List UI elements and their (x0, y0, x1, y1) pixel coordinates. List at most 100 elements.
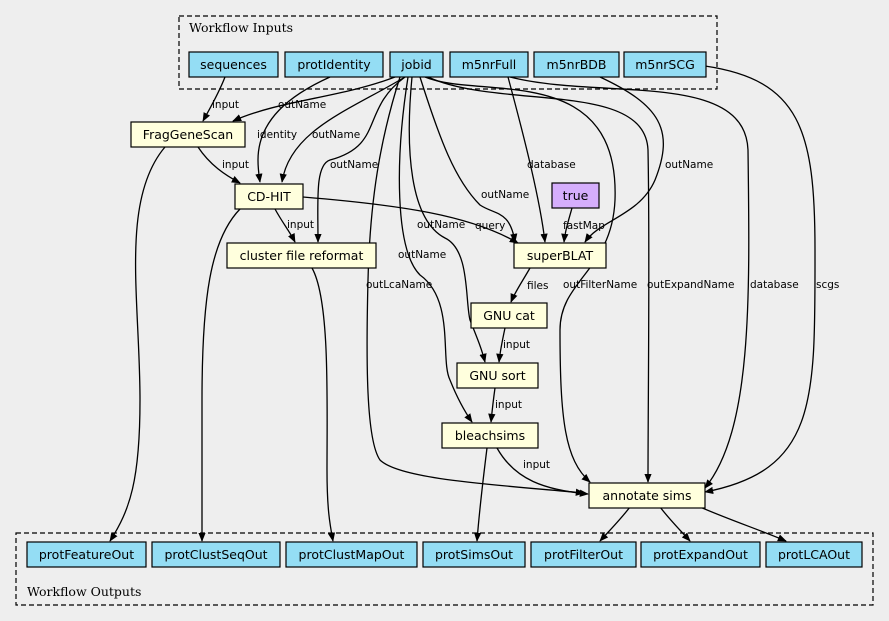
step-node-bleachsims[interactable]: bleachsims (441, 422, 539, 449)
step-label-superblat: superBLAT (527, 248, 594, 263)
edge-gnucat-gnusort (496, 327, 506, 363)
input-label-m5nrbdb: m5nrBDB (547, 57, 607, 72)
output-label-protclustseqout: protClustSeqOut (164, 547, 267, 562)
step-nodes: FragGeneScan CD-HIT cluster file reforma… (130, 121, 706, 509)
edge-jobid-fraggenescan (232, 76, 396, 122)
edge-label-database: database (750, 279, 799, 291)
workflow-inputs-label: Workflow Inputs (189, 20, 293, 35)
step-label-bleachsims: bleachsims (455, 428, 525, 443)
edge-fraggenescan-protfeatureout (109, 146, 166, 542)
edge-label-outname: outName (398, 249, 446, 261)
input-node-m5nrbdb[interactable]: m5nrBDB (533, 51, 620, 78)
output-node-protclustmapout[interactable]: protClustMapOut (285, 541, 418, 568)
output-node-protfilterout[interactable]: protFilterOut (530, 541, 637, 568)
edge-true-superblat (561, 207, 573, 243)
edge-label-outfiltername: outFilterName (563, 279, 637, 291)
edge-label-outname: outName (278, 99, 326, 111)
edge-annotate-protfilterout (599, 506, 631, 542)
edge-label-query: query (475, 220, 505, 232)
edge-annotate-protexpandout (659, 506, 691, 542)
workflow-outputs-label: Workflow Outputs (27, 584, 141, 599)
edge-label-input: input (212, 99, 239, 111)
edge-annotate-protlcaout (699, 506, 787, 542)
edge-label-scgs: scgs (816, 279, 839, 291)
edge-protidentity-cdhit (255, 76, 331, 183)
constant-node-true[interactable]: true (551, 182, 600, 209)
output-node-protexpandout[interactable]: protExpandOut (640, 541, 761, 568)
edge-jobid-superblat (419, 76, 518, 243)
input-label-m5nrscg: m5nrSCG (635, 57, 695, 72)
step-label-gnu-sort: GNU sort (469, 368, 525, 383)
step-label-gnu-cat: GNU cat (483, 308, 535, 323)
edge-cdhit-superblat (302, 196, 519, 244)
input-label-jobid: jobid (400, 57, 431, 72)
edge-label-files: files (527, 280, 548, 292)
output-node-protfeatureout[interactable]: protFeatureOut (26, 541, 147, 568)
step-node-gnu-cat[interactable]: GNU cat (470, 302, 548, 329)
input-node-jobid[interactable]: jobid (389, 51, 444, 78)
edge-label-fastmap: fastMap (563, 220, 605, 232)
edge-label-input: input (287, 219, 314, 231)
edge-label-input: input (222, 159, 249, 171)
edge-jobid-gnusort (408, 76, 487, 363)
edge-jobid-cdhit (279, 76, 406, 183)
edge-label-input: input (495, 399, 522, 411)
step-node-cdhit[interactable]: CD-HIT (234, 183, 304, 210)
step-node-gnu-sort[interactable]: GNU sort (456, 362, 539, 389)
constant-label-true: true (563, 188, 589, 203)
edge-jobid-bleachsims (398, 76, 473, 423)
edge-jobid-annotate-lca (366, 76, 585, 496)
step-node-annotate-sims[interactable]: annotate sims (588, 482, 706, 509)
edge-label-input: input (503, 339, 530, 351)
output-node-protlcaout[interactable]: protLCAOut (765, 541, 863, 568)
edge-bleachsims-protsimsout (473, 447, 488, 542)
output-node-protsimsout[interactable]: protSimsOut (422, 541, 526, 568)
input-node-m5nrscg[interactable]: m5nrSCG (623, 51, 707, 78)
step-label-fraggenescan: FragGeneScan (143, 127, 233, 142)
step-node-fraggenescan[interactable]: FragGeneScan (130, 121, 246, 148)
edge-bleachsims-annotate (496, 447, 589, 497)
edge-m5nrbdb-superblat (584, 76, 664, 243)
edge-superblat-gnucat (510, 267, 531, 303)
edge-label-identity: identity (257, 129, 297, 141)
output-label-protexpandout: protExpandOut (653, 547, 748, 562)
edge-m5nrfull-superblat (507, 76, 548, 243)
edge-gnusort-bleachsims (488, 387, 496, 423)
edge-label-outname: outName (481, 189, 529, 201)
output-label-protfeatureout: protFeatureOut (39, 547, 134, 562)
input-node-m5nrfull[interactable]: m5nrFull (449, 51, 529, 78)
step-label-cluster-file-reformat: cluster file reformat (240, 248, 364, 263)
edge-label-outname: outName (665, 159, 713, 171)
output-label-protlcaout: protLCAOut (778, 547, 850, 562)
input-node-sequences[interactable]: sequences (188, 51, 279, 78)
step-label-annotate-sims: annotate sims (603, 488, 692, 503)
step-node-cluster-file-reformat[interactable]: cluster file reformat (226, 242, 377, 269)
edge-cdhit-protclustseqout (198, 208, 241, 542)
edge-label-outname: outName (417, 219, 465, 231)
step-label-cdhit: CD-HIT (247, 189, 291, 204)
workflow-inputs-cluster: Workflow Inputs (178, 15, 718, 90)
output-label-protsimsout: protSimsOut (435, 547, 513, 562)
output-label-protclustmapout: protClustMapOut (299, 547, 405, 562)
input-node-protidentity[interactable]: protIdentity (284, 51, 384, 78)
edge-sequences-fraggenescan (202, 76, 226, 122)
workflow-outputs-cluster: Workflow Outputs (15, 532, 874, 606)
edge-label-outname: outName (330, 159, 378, 171)
output-nodes: protFeatureOut protClustSeqOut protClust… (26, 541, 863, 568)
edge-label-outlcaname: outLcaName (366, 279, 432, 291)
edge-jobid-reformat (314, 76, 406, 243)
edge-m5nrfull-annotate (509, 76, 750, 489)
edge-cdhit-reformat (274, 208, 296, 243)
output-label-protfilterout: protFilterOut (544, 547, 623, 562)
input-label-m5nrfull: m5nrFull (462, 57, 517, 72)
output-node-protclustseqout[interactable]: protClustSeqOut (151, 541, 281, 568)
edge-label-database: database (527, 159, 576, 171)
edge-m5nrscg-annotate (704, 65, 816, 495)
edge-fraggenescan-cdhit (197, 146, 241, 184)
edges: input outName identity outName input out… (109, 65, 839, 542)
step-node-superblat[interactable]: superBLAT (513, 242, 607, 269)
edge-label-outname: outName (312, 129, 360, 141)
edge-label-input: input (523, 459, 550, 471)
input-nodes: sequences protIdentity jobid m5nrFull m5… (188, 51, 707, 78)
